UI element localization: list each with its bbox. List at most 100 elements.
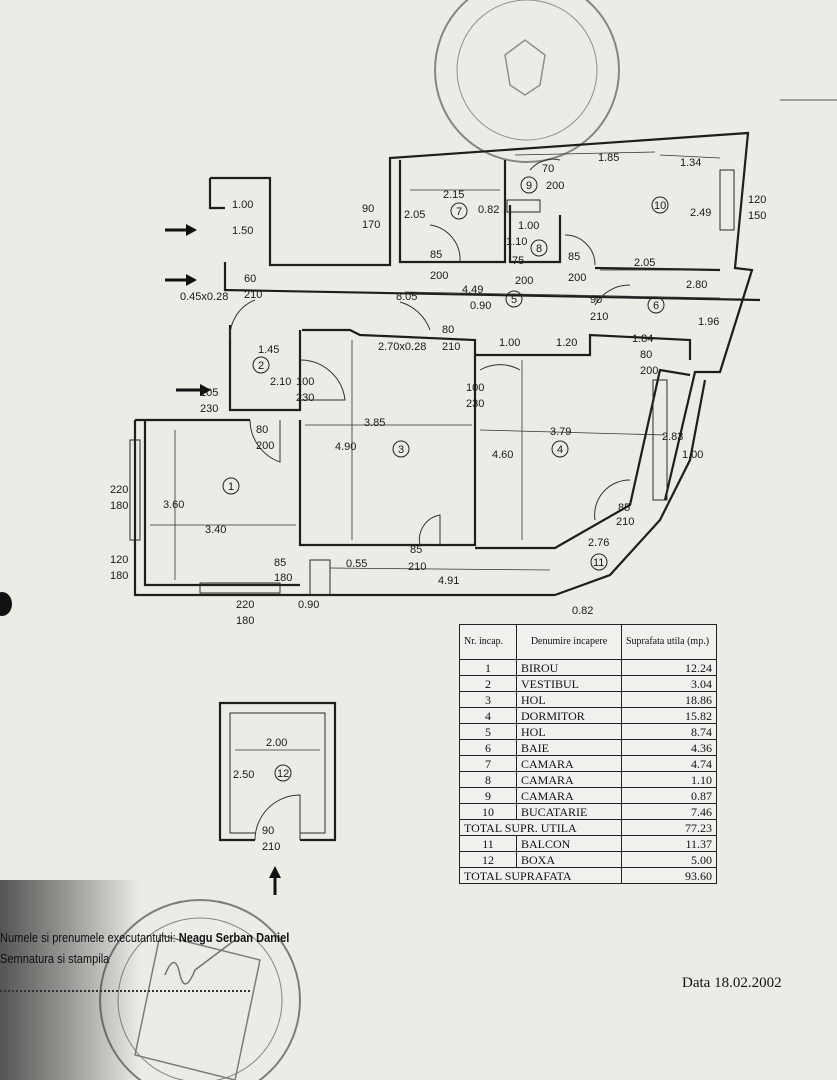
room-nr: 11: [459, 835, 517, 852]
header-name: Denumire incapere: [516, 624, 622, 660]
room-area: 3.04: [621, 675, 717, 692]
dimension-label: 100: [466, 382, 484, 394]
dimension-label: 210: [262, 841, 280, 853]
header-nr: Nr. incap.: [459, 624, 517, 660]
dimension-label: 3.40: [205, 524, 226, 536]
room-area-table: Nr. incap. Denumire incapere Suprafata u…: [459, 624, 717, 884]
entrance-arrows: [165, 224, 281, 895]
room-number: 2: [258, 360, 264, 372]
dimension-label: 200: [640, 365, 658, 377]
total-label: TOTAL SUPR. UTILA: [459, 819, 622, 836]
executant-label: Numele si prenumele executantului:: [0, 930, 176, 945]
dimension-label: 2.10: [270, 376, 291, 388]
dimension-lines: [150, 151, 721, 751]
room-area: 0.87: [621, 787, 717, 804]
dimension-label: 2.50: [233, 769, 254, 781]
dimension-label: 4.90: [335, 441, 356, 453]
dimension-label: 2.49: [690, 207, 711, 219]
dimension-label: 90: [262, 825, 274, 837]
executant-line: Numele si prenumele executantului: Neagu…: [0, 930, 289, 945]
dimension-label: 85: [274, 557, 286, 569]
room-nr: 6: [459, 739, 517, 756]
dimension-label: 1.85: [598, 152, 619, 164]
room-number-circle: [392, 440, 410, 458]
dimension-label: 200: [430, 270, 448, 282]
dimension-label: 2.83: [662, 431, 683, 443]
room-nr: 10: [459, 803, 517, 820]
room-number-circle: [505, 290, 523, 308]
total-label: TOTAL SUPRAFATA: [459, 867, 622, 884]
dimension-label: 4.49: [462, 284, 483, 296]
dimension-label: 80: [256, 424, 268, 436]
dimension-label: 85: [410, 544, 422, 556]
room-name: DORMITOR: [516, 707, 622, 724]
dimension-label: 180: [110, 570, 128, 582]
dimension-label: 210: [616, 516, 634, 528]
total-area: 77.23: [621, 819, 717, 836]
dimension-label: 1.00: [499, 337, 520, 349]
dimension-label: 1.34: [680, 157, 701, 169]
dimension-label: 2.05: [634, 257, 655, 269]
room-name: BALCON: [516, 835, 622, 852]
header-area: Suprafata utila (mp.): [621, 624, 717, 660]
scan-shadow: [0, 880, 140, 1080]
dimension-label: 2.15: [443, 189, 464, 201]
room-number: 5: [511, 294, 517, 306]
storage-plan: [218, 701, 337, 842]
dimension-label: 75: [512, 255, 524, 267]
dimension-label: 100: [296, 376, 314, 388]
room-number-circle: [551, 440, 569, 458]
signature-label: Semnatura si stampila: [0, 951, 110, 966]
dimension-label: 180: [110, 500, 128, 512]
room-area: 8.74: [621, 723, 717, 740]
room-number: 8: [536, 243, 542, 255]
dimension-label: 4.60: [492, 449, 513, 461]
dimension-label: 3.79: [550, 426, 571, 438]
stamp-top: [434, 0, 620, 163]
room-area: 5.00: [621, 851, 717, 868]
room-name: CAMARA: [516, 787, 622, 804]
room-nr: 12: [459, 851, 517, 868]
dimension-label: 1.96: [698, 316, 719, 328]
dimension-label: 85: [568, 251, 580, 263]
dimension-label: 0.82: [572, 605, 593, 617]
room-nr: 4: [459, 707, 517, 724]
dimension-label: 180: [274, 572, 292, 584]
room-name: BIROU: [516, 659, 622, 676]
room-name: VESTIBUL: [516, 675, 622, 692]
signature-line: [0, 990, 250, 992]
dimension-label: 3.85: [364, 417, 385, 429]
room-name: BOXA: [516, 851, 622, 868]
room-area: 7.46: [621, 803, 717, 820]
dimension-label: 85: [430, 249, 442, 261]
room-number: 12: [277, 768, 289, 780]
dimension-label: 120: [110, 554, 128, 566]
dimension-label: 220: [236, 599, 254, 611]
dimension-label: 0.90: [470, 300, 491, 312]
dimension-label: 210: [590, 311, 608, 323]
room-number: 11: [593, 557, 604, 569]
room-number-circle: [530, 239, 548, 257]
dimension-label: 90: [362, 203, 374, 215]
dimension-label: 70: [542, 163, 554, 175]
room-nr: 2: [459, 675, 517, 692]
room-name: BAIE: [516, 739, 622, 756]
document-date: Data 18.02.2002: [682, 975, 782, 991]
dimension-label: 1.45: [258, 344, 279, 356]
room-area: 18.86: [621, 691, 717, 708]
room-name: HOL: [516, 691, 622, 708]
room-nr: 1: [459, 659, 517, 676]
dimension-label: 220: [110, 484, 128, 496]
room-number: 1: [228, 481, 234, 493]
dimension-label: 1.20: [556, 337, 577, 349]
room-number: 7: [456, 206, 462, 218]
room-nr: 9: [459, 787, 517, 804]
